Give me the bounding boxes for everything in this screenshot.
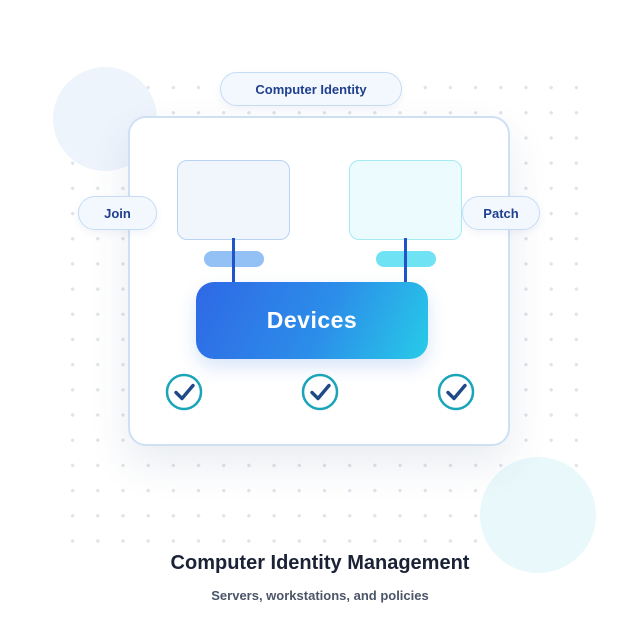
right-connector-line: [404, 238, 407, 284]
computer-identity-label: Computer Identity: [220, 72, 402, 106]
devices-node: Devices: [196, 282, 428, 359]
caption-subtitle: Servers, workstations, and policies: [211, 588, 429, 603]
left-connector-line: [232, 238, 235, 284]
right-panel-box: [349, 160, 462, 240]
check-circle-icon: [301, 373, 339, 411]
check-circle-icon: [165, 373, 203, 411]
left-panel-box: [177, 160, 290, 240]
check-circle-icon: [437, 373, 475, 411]
caption-title: Computer Identity Management: [170, 552, 470, 574]
join-label: Join: [78, 196, 157, 230]
patch-label: Patch: [462, 196, 540, 230]
decorative-circle-right: [480, 457, 596, 573]
